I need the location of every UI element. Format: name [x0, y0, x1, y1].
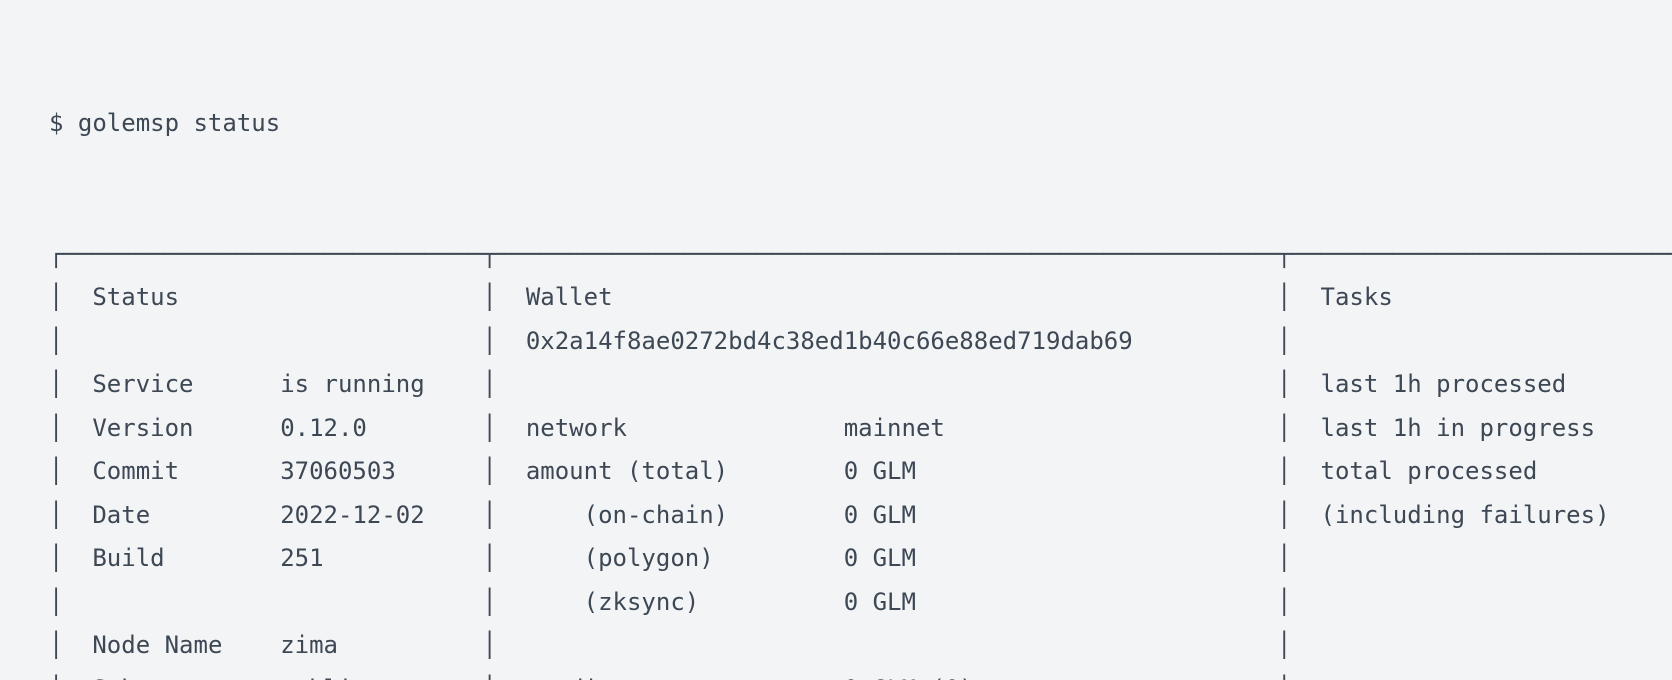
command-line: $ golemsp status	[49, 102, 1672, 146]
status-table: ┌─────────────────────────────┬─────────…	[49, 239, 1672, 680]
shell-prompt: $	[49, 109, 64, 137]
command-text: golemsp status	[77, 109, 281, 137]
